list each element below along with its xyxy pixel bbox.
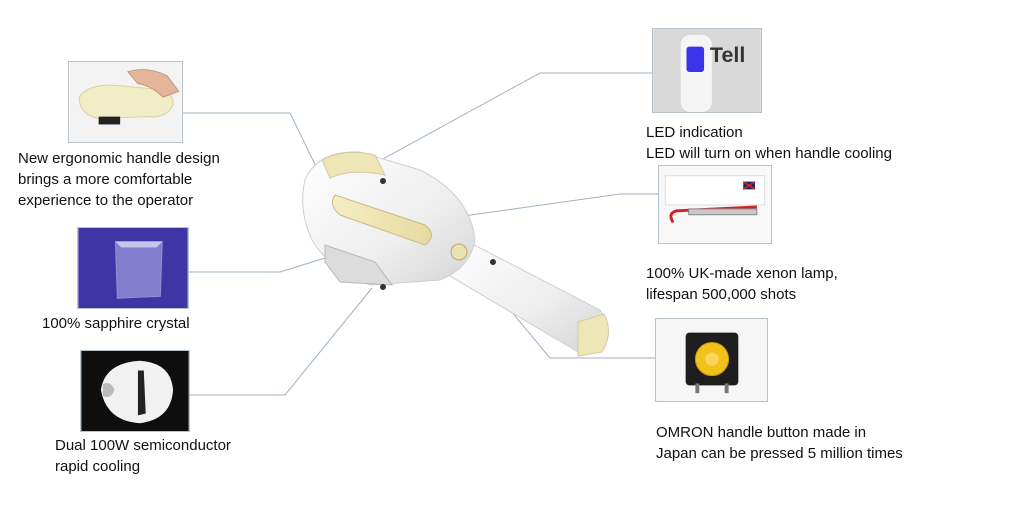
caption-line: Japan can be pressed 5 million times (656, 445, 903, 462)
handle-caption: New ergonomic handle design brings a mor… (18, 148, 220, 211)
leader-line-led (371, 72, 652, 166)
led-caption: LED indication LED will turn on when han… (646, 122, 892, 164)
caption-line: lifespan 500,000 shots (646, 286, 797, 303)
leader-line-handle (183, 112, 326, 186)
handle-photo (68, 61, 183, 143)
caption-line: experience to the operator (18, 192, 194, 209)
cooling-photo (80, 350, 190, 432)
lamp-caption: 100% UK-made xenon lamp, lifespan 500,00… (646, 263, 838, 305)
led-indicator-photo: Tell (652, 28, 762, 113)
caption-line: rapid cooling (55, 458, 141, 475)
caption-line: brings a more comfortable (18, 171, 193, 188)
omron-button-photo (655, 318, 768, 402)
led-photo-brand-text: Tell (710, 43, 745, 67)
sapphire-caption: 100% sapphire crystal (42, 313, 190, 334)
button-caption: OMRON handle button made in Japan can be… (656, 422, 903, 464)
leader-line-sapphire (189, 257, 326, 273)
sapphire-crystal-photo (77, 227, 189, 309)
caption-line: 100% sapphire crystal (42, 315, 190, 332)
leader-line-cooling (189, 287, 373, 396)
leader-line-lamp (399, 193, 658, 226)
caption-line: Dual 100W semiconductor (55, 437, 231, 454)
caption-line: LED indication (646, 124, 743, 141)
xenon-lamp-photo (658, 165, 772, 244)
caption-line: New ergonomic handle design (18, 150, 220, 167)
caption-line: LED will turn on when handle cooling (646, 145, 892, 162)
caption-line: OMRON handle button made in (656, 424, 867, 441)
cooling-caption: Dual 100W semiconductor rapid cooling (55, 435, 231, 477)
caption-line: 100% UK-made xenon lamp, (646, 265, 838, 282)
